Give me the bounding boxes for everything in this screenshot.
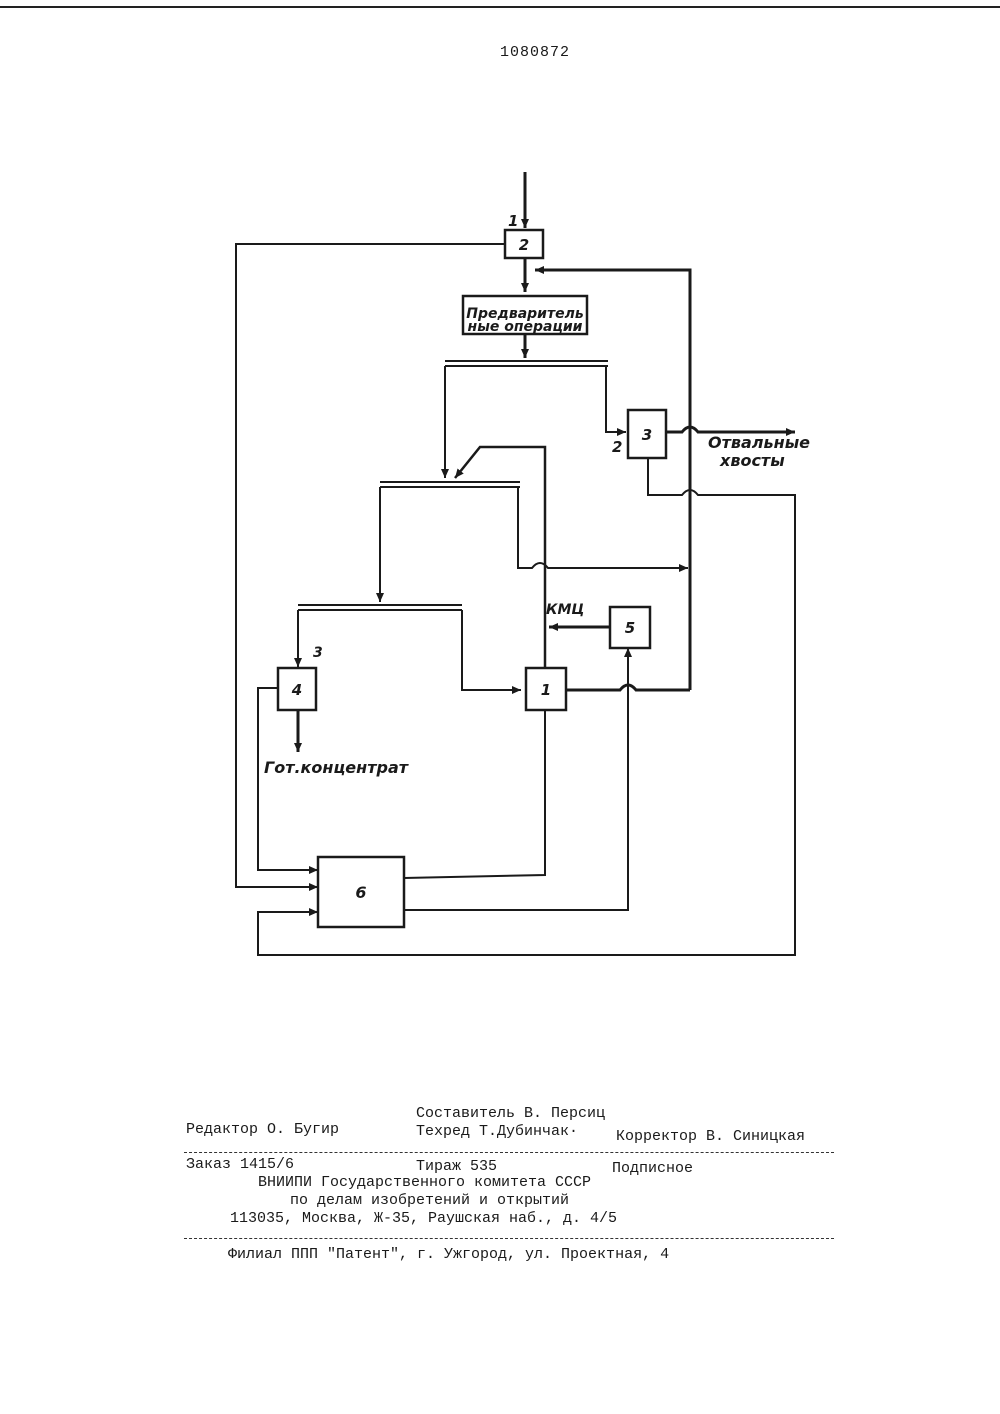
footer-subscription: Подписное [612, 1160, 693, 1177]
footer-order: Заказ 1415/6 [186, 1156, 294, 1173]
block-6-label: 6 [355, 883, 366, 902]
footer-circulation: Тираж 535 [416, 1158, 497, 1175]
loop-from-block-1 [455, 447, 545, 668]
flow-4-to-6 [258, 688, 318, 870]
flow-to-block-3 [606, 366, 626, 432]
flow-middle-to-right [518, 487, 688, 568]
block-2-label: 2 [519, 236, 529, 254]
footer-rule-top [184, 1152, 834, 1153]
block-4-label: 4 [291, 681, 302, 699]
preops-label-2: ные операции [468, 319, 583, 335]
block-1-label: 1 [541, 681, 551, 699]
stream-2-label: 2 [612, 438, 622, 456]
footer-editor: Редактор О. Бугир [186, 1121, 339, 1138]
footer-branch: Филиал ППП "Патент", г. Ужгород, ул. Про… [228, 1246, 669, 1263]
stream-3-label: 3 [313, 645, 323, 661]
flow-to-block-1 [462, 610, 521, 690]
flow-1-to-6 [404, 710, 545, 878]
footer-institute: ВНИИПИ Государственного комитета СССР [258, 1174, 591, 1191]
block-5-label: 5 [625, 619, 635, 637]
loop-2-to-6 [236, 244, 505, 887]
tails-label-2: хвосты [719, 451, 785, 470]
footer-rule-bottom [184, 1238, 834, 1239]
footer-department: по делам изобретений и открытий [290, 1192, 569, 1209]
flow-6-to-5 [404, 648, 628, 910]
footer-corrector: Корректор В. Синицкая [616, 1128, 805, 1145]
footer-techred: Техред Т.Дубинчак· [416, 1123, 578, 1140]
flow-diagram: 2 Предваритель ные операции 3 1 4 5 6 1 … [0, 0, 1000, 1000]
block-3-label: 3 [642, 426, 652, 444]
footer-address: 113035, Москва, Ж-35, Раушская наб., д. … [230, 1210, 617, 1227]
feed-number-label: 1 [508, 212, 518, 230]
kmc-label: КМЦ [546, 602, 584, 618]
concentrate-label: Гот.концентрат [264, 758, 410, 777]
footer-compiler: Составитель В. Персиц [416, 1105, 605, 1122]
flow-to-tails [666, 427, 795, 432]
tails-label-1: Отвальные [708, 433, 810, 452]
